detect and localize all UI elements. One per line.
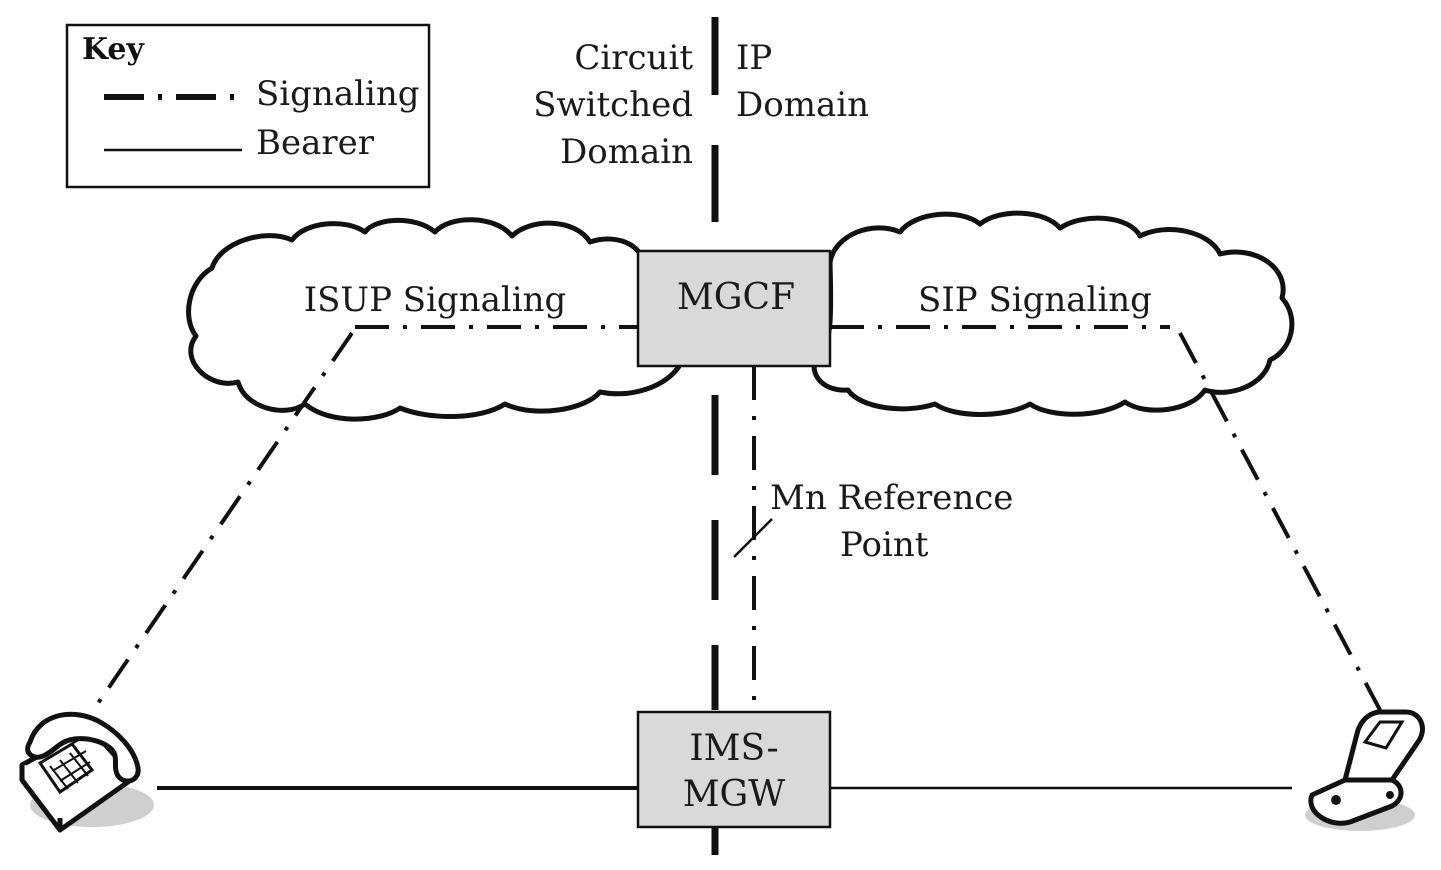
legend: Key Signaling Bearer <box>65 23 431 189</box>
left-phone-signaling-link <box>90 331 354 714</box>
isup-signaling-label: ISUP Signaling <box>304 280 567 320</box>
circuit-domain-line2: Switched <box>533 85 693 125</box>
domain-labels: Circuit Switched Domain IP Domain <box>533 38 869 172</box>
mn-reference-line2: Point <box>840 525 929 565</box>
mgcf-node: MGCF <box>636 249 832 368</box>
ims-mgw-label-line2: MGW <box>683 774 786 815</box>
legend-frame <box>65 23 431 189</box>
sip-signaling-label: SIP Signaling <box>918 280 1152 320</box>
legend-bearer-label: Bearer <box>256 123 375 163</box>
circuit-domain-line3: Domain <box>560 132 693 172</box>
sip-cloud: SIP Signaling <box>811 210 1295 417</box>
legend-title: Key <box>82 32 146 67</box>
ims-mgw-node: IMS- MGW <box>636 710 832 829</box>
desk-telephone-icon <box>19 711 154 833</box>
flip-mobile-phone-icon <box>1305 709 1425 831</box>
legend-signaling-label: Signaling <box>256 74 420 114</box>
sip-cloud-shape <box>811 210 1295 417</box>
ip-domain-line2: Domain <box>736 85 869 125</box>
right-phone-signaling-link <box>1178 332 1382 711</box>
mgcf-box <box>636 249 832 368</box>
mn-reference-pointer <box>733 518 773 558</box>
mn-reference-line1: Mn Reference <box>770 478 1013 518</box>
ims-mgw-box <box>636 710 832 829</box>
mgcf-label: MGCF <box>677 277 795 318</box>
isup-cloud: ISUP Signaling <box>186 217 691 422</box>
isup-cloud-shape <box>186 217 691 422</box>
ims-mgw-label-line1: IMS- <box>689 728 778 769</box>
signaling-links <box>90 325 1382 714</box>
circuit-domain-line1: Circuit <box>574 38 693 78</box>
ip-domain-line1: IP <box>736 38 772 78</box>
